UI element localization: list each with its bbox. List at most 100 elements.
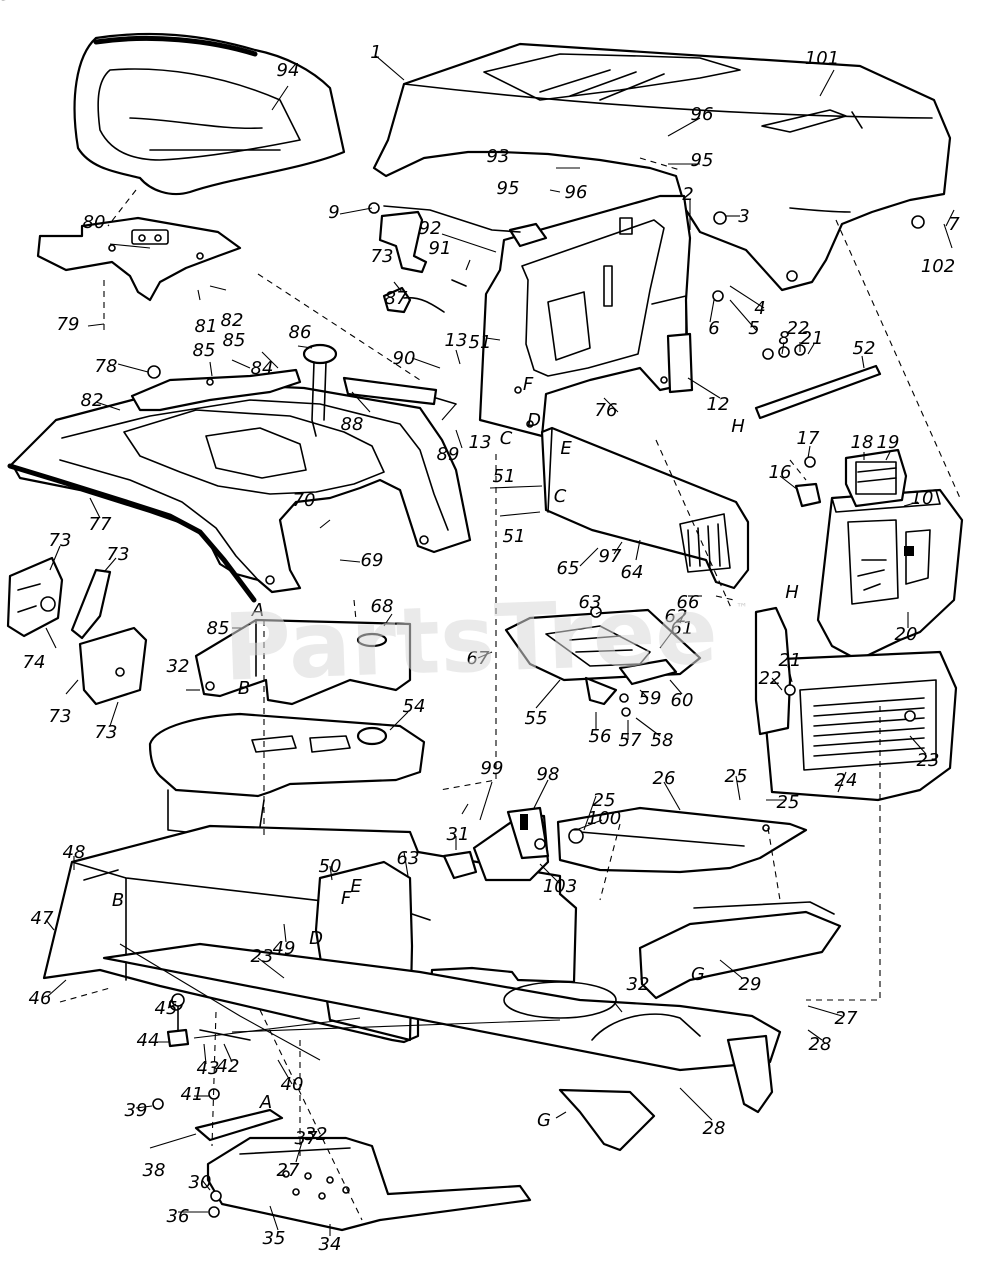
ref-letter-B: B [112,890,124,911]
callout-91: 91 [429,238,452,259]
callout-73: 73 [49,706,72,727]
callout-94: 94 [277,60,300,81]
ref-letter-G: G [691,964,705,985]
battery-cover-part [194,618,412,706]
callout-19: 19 [877,432,900,453]
grille-part [754,488,964,802]
callout-73: 73 [107,544,130,565]
callout-22: 22 [787,318,810,339]
callout-49: 49 [273,938,296,959]
callout-41: 41 [181,1084,204,1105]
callout-25: 25 [777,792,800,813]
fuel-tank-part [148,712,426,841]
frame-part [42,824,842,1152]
callout-27: 27 [277,1160,300,1181]
callout-13: 13 [445,330,468,351]
headlight-parts [794,448,908,508]
callout-96: 96 [691,104,714,125]
callout-20: 20 [895,624,918,645]
assembly-lines [59,157,961,1221]
callout-22: 22 [759,668,782,689]
callout-1: 1 [370,42,381,63]
callout-9: 9 [328,202,339,223]
callout-48: 48 [63,842,86,863]
callout-98: 98 [537,764,560,785]
callout-84: 84 [251,358,274,379]
seat-part [73,32,346,196]
callout-7: 7 [948,214,960,235]
callout-32: 32 [627,974,650,995]
callout-51: 51 [469,332,492,353]
ref-letter-C: C [500,428,513,449]
callout-85: 85 [207,618,230,639]
callout-69: 69 [361,550,384,571]
callout-93: 93 [487,146,510,167]
switch-bracket-part [442,806,584,882]
callout-65: 65 [557,558,580,579]
callout-27: 27 [835,1008,858,1029]
callout-16: 16 [769,462,792,483]
callout-18: 18 [851,432,874,453]
callout-85: 85 [193,340,216,361]
callout-38: 38 [143,1160,166,1181]
callout-37: 37 [295,1128,318,1149]
callout-21: 21 [779,650,802,671]
watermark-text: PartsTree [222,577,719,701]
ref-letter-C: C [554,486,567,507]
callout-13: 13 [469,432,492,453]
callout-32: 32 [167,656,190,677]
callout-63: 63 [397,848,420,869]
ref-letter-A: A [251,600,264,621]
callout-4: 4 [754,298,765,319]
callout-78: 78 [95,356,118,377]
fender-part [7,382,472,603]
callout-68: 68 [371,596,394,617]
shift-lever-parts [130,343,457,437]
callout-8: 8 [778,328,789,349]
callout-24: 24 [835,770,858,791]
callout-12: 12 [707,394,730,415]
callout-40: 40 [281,1074,304,1095]
callout-23: 23 [917,750,940,771]
ref-letter-A: A [259,1092,272,1113]
callout-55: 55 [525,708,548,729]
callout-73: 73 [95,722,118,743]
callout-10: 10 [911,488,934,509]
callout-89: 89 [437,444,460,465]
dash-panel-part [478,194,692,438]
ref-letter-H: H [785,582,799,603]
callout-46: 46 [29,988,52,1009]
callout-66: 66 [677,592,700,613]
callout-47: 47 [31,908,54,929]
callout-54: 54 [403,696,426,717]
callout-86: 86 [289,322,312,343]
callout-45: 45 [155,998,178,1019]
ref-letter-D: D [309,928,323,949]
callout-26: 26 [653,768,676,789]
ref-letter-H: H [731,416,745,437]
floor-plate-part [194,1108,532,1232]
callout-51: 51 [503,526,526,547]
callout-6: 6 [708,318,719,339]
callout-17: 17 [797,428,820,449]
callout-51: 51 [493,466,516,487]
callout-102: 102 [921,256,955,277]
ref-letter-E: E [350,876,362,897]
callout-70: 70 [293,490,316,511]
callout-42: 42 [217,1056,240,1077]
callout-39: 39 [125,1100,148,1121]
callout-82: 82 [221,310,244,331]
callout-97: 97 [599,546,622,567]
callout-62: 62 [665,606,688,627]
callout-64: 64 [621,562,644,583]
callout-96: 96 [565,182,588,203]
callout-87: 87 [385,288,408,309]
callout-100: 100 [587,808,621,829]
callout-23: 23 [251,946,274,967]
callout-61: 61 [671,618,694,639]
callout-56: 56 [589,726,612,747]
callout-77: 77 [89,514,112,535]
